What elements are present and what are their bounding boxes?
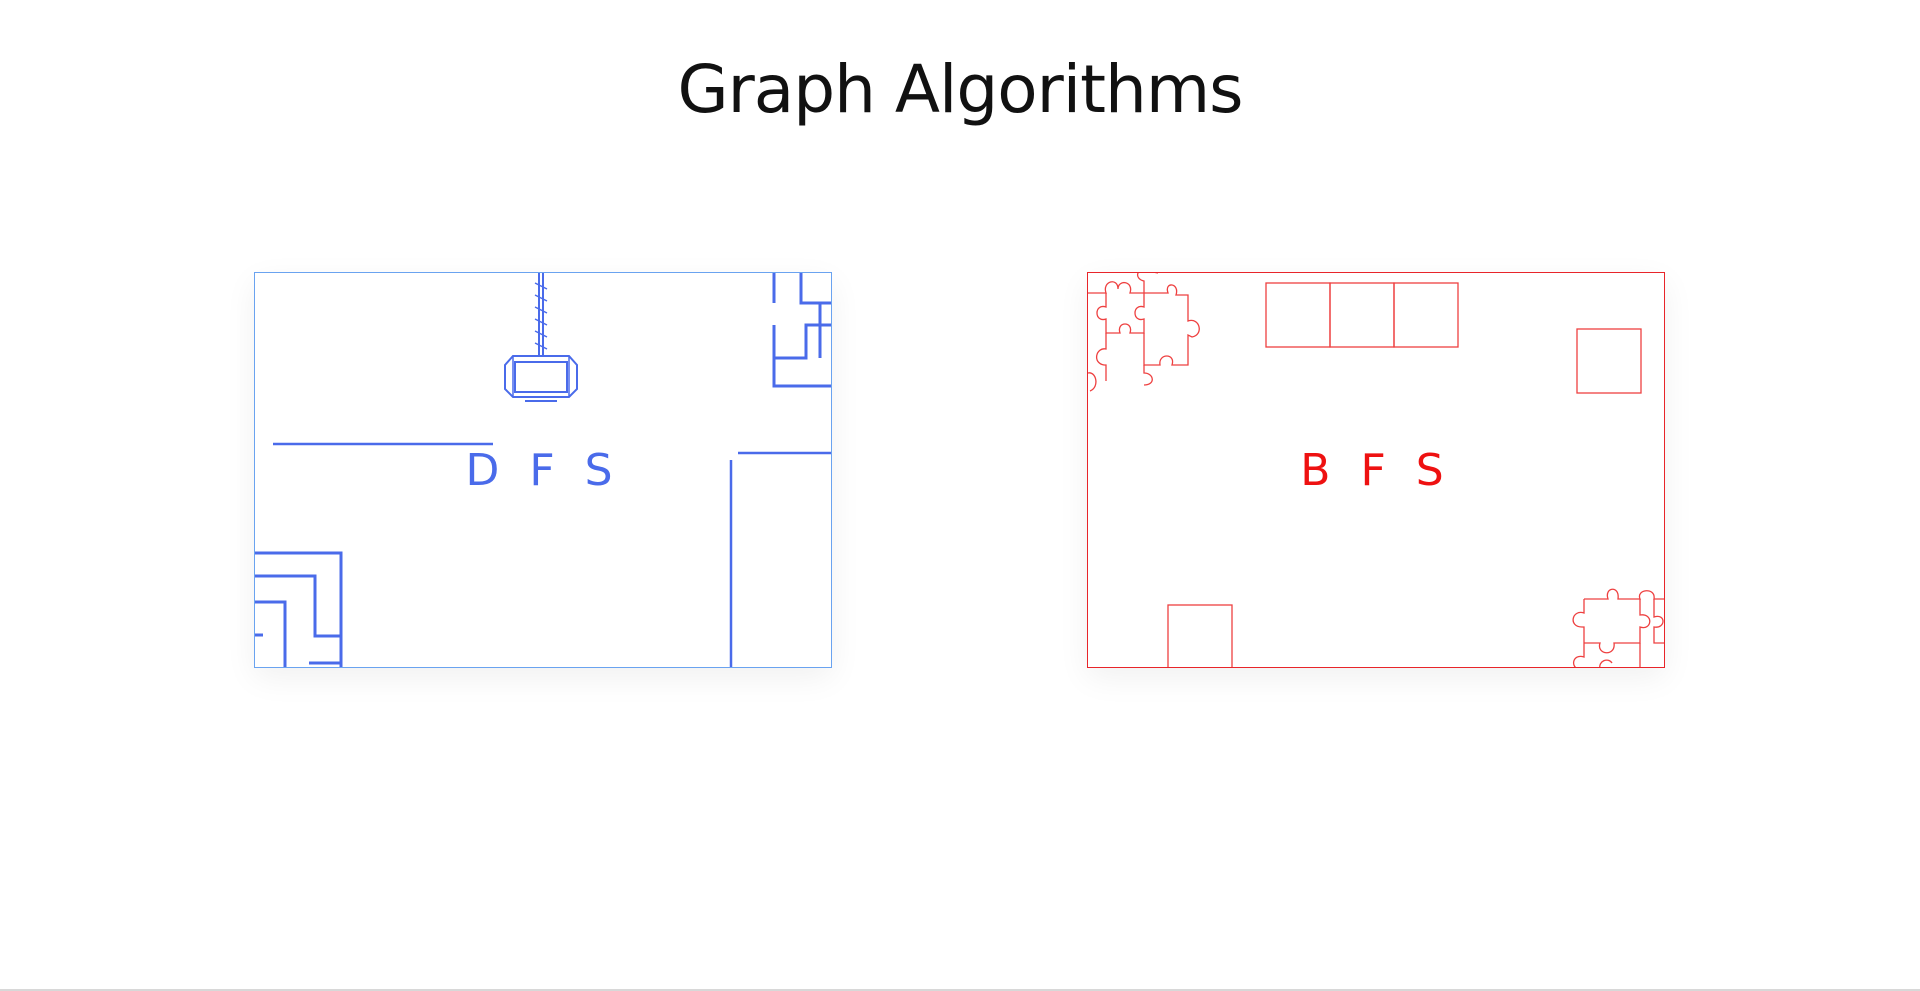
grid-square-icon <box>1576 328 1642 394</box>
dfs-decoration <box>255 273 831 667</box>
puzzle-piece-icon <box>1572 588 1664 667</box>
page-title: Graph Algorithms <box>677 51 1243 129</box>
bfs-decoration <box>1088 273 1664 667</box>
maze-icon <box>772 273 831 388</box>
bfs-label: B F S <box>1300 445 1452 496</box>
grid-square-icon <box>1167 604 1233 667</box>
bottom-divider <box>0 989 1920 991</box>
puzzle-piece-icon <box>1088 273 1200 392</box>
dfs-card[interactable]: D F S <box>254 272 832 668</box>
dfs-label: D F S <box>465 445 621 496</box>
maze-icon <box>255 551 343 667</box>
grid-square-icon <box>1265 282 1459 348</box>
bfs-card[interactable]: B F S <box>1087 272 1665 668</box>
hanging-lamp-icon <box>504 273 578 402</box>
